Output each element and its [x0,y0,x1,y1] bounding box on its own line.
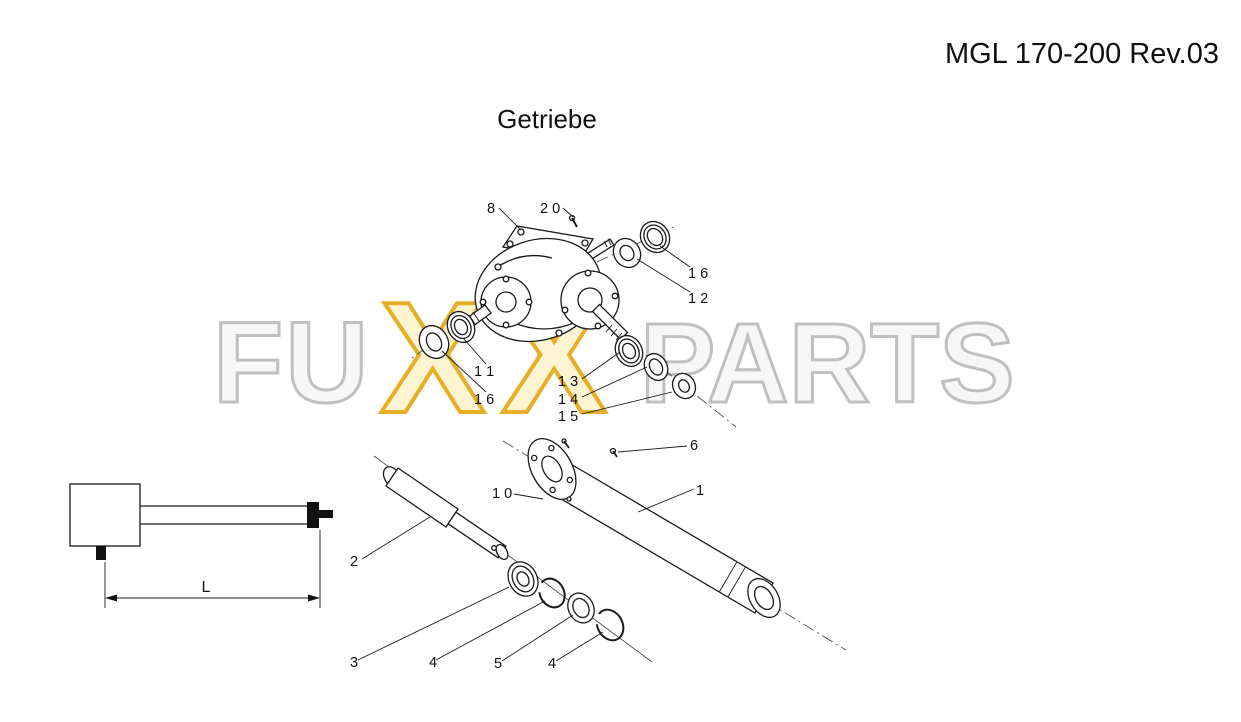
part-label-1: 1 [696,483,704,499]
seal-16-top [639,220,671,254]
ring-14 [643,352,669,382]
bearing-11 [446,310,476,344]
bearing-3 [507,561,539,597]
bearing-13 [614,334,644,368]
part-label-11: 1 1 [474,364,494,380]
document-reference: MGL 170-200 Rev.03 [945,38,1219,70]
page-title: Getriebe [497,104,597,134]
part-label-10: 1 0 [492,486,512,502]
shaft-drawing [382,466,509,561]
watermark-right: PARTS [640,300,1015,426]
snap-ring-4a [538,577,566,609]
washer-15 [671,372,697,400]
part-label-2: 2 [350,554,358,570]
snap-ring-4b [595,608,625,642]
part-label-20: 2 0 [540,201,560,217]
part-label-8: 8 [487,201,495,217]
part-label-4a: 4 [429,655,437,671]
ring-5 [567,592,595,624]
dimension-L: L [104,530,321,608]
bearing-12 [612,237,642,269]
part-label-5: 5 [494,656,502,672]
tube-drawing [527,438,781,619]
part-label-15: 1 5 [558,409,578,425]
part-label-13: 1 3 [558,374,578,390]
part-label-3: 3 [350,655,358,671]
part-label-12: 1 2 [688,291,708,307]
seal-16-left [418,324,450,360]
part-label-16b: 1 6 [474,392,494,408]
watermark-left: FU [213,299,370,427]
part-label-6: 6 [690,438,698,454]
part-label-16a: 1 6 [688,266,708,282]
part-label-4b: 4 [548,656,556,672]
leader-lines [357,207,695,662]
schematic-drawing: L [69,483,333,608]
bolt-20 [568,214,578,228]
dimension-label: L [202,579,211,596]
part-labels: 8 2 0 1 6 1 2 1 1 1 6 1 3 1 4 1 5 6 1 1 … [350,201,708,672]
screw-6 [609,447,618,458]
screw-near-flange [561,438,572,502]
part-label-14: 1 4 [558,392,578,408]
